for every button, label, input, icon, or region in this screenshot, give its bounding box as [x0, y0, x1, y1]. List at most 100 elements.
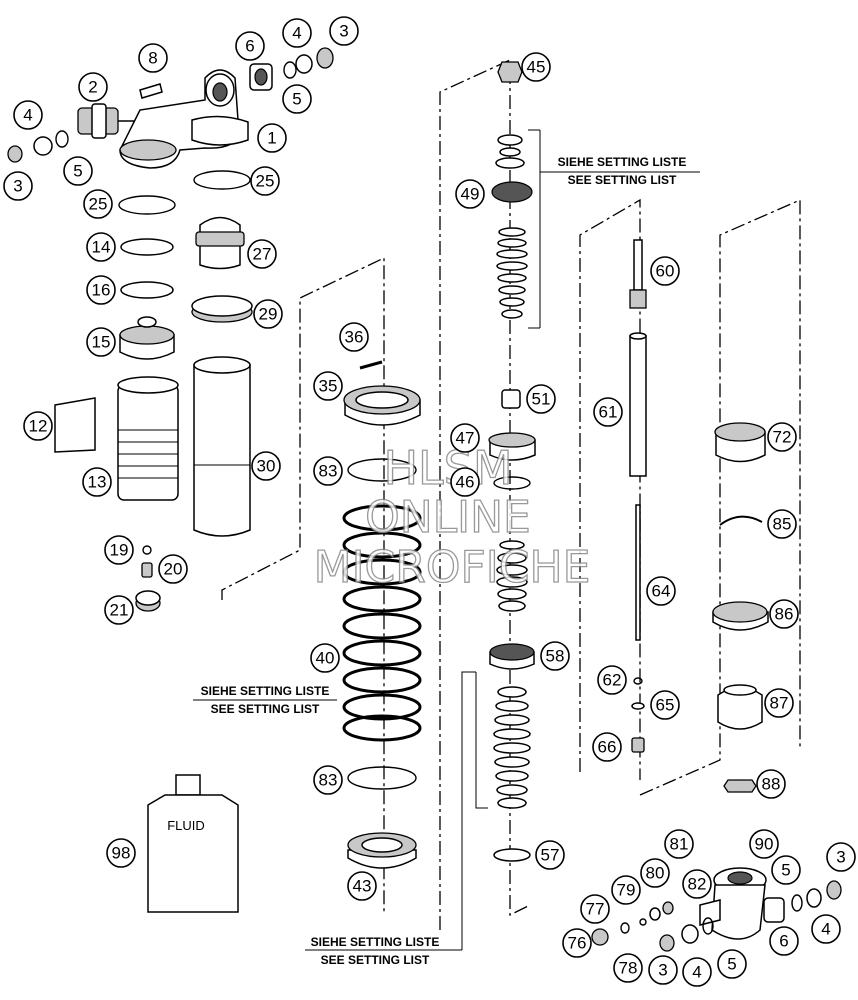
nut-29	[191, 295, 253, 323]
callout-19-label: 19	[110, 541, 129, 560]
callout-3-topleft: 3	[3, 171, 33, 201]
callout-1-label: 1	[267, 129, 276, 148]
shim-stack-top	[491, 61, 533, 319]
callout-80: 80	[640, 858, 670, 888]
callout-8-label: 8	[148, 49, 157, 68]
ring-46	[493, 476, 531, 490]
reservoir-body-30	[193, 356, 251, 537]
callout-5-bottomright-label: 5	[781, 861, 790, 880]
callout-82-label: 82	[688, 875, 707, 894]
callout-64-label: 64	[652, 582, 671, 601]
watermark-line1: HLSM	[383, 441, 512, 495]
callout-13-label: 13	[88, 473, 107, 492]
needle-64	[635, 504, 641, 641]
callout-81-label: 81	[670, 835, 689, 854]
callout-25-left-label: 25	[89, 195, 108, 214]
piston-15	[119, 316, 175, 360]
adjusting-nut-35	[343, 385, 421, 426]
callout-30: 30	[251, 451, 281, 481]
ring-14	[120, 238, 174, 256]
callout-13: 13	[82, 467, 112, 497]
callout-3-bottomright-label: 3	[836, 848, 845, 867]
callout-20-label: 20	[164, 560, 183, 579]
callout-36: 36	[339, 322, 369, 352]
callout-58-label: 58	[546, 647, 565, 666]
note-damper-settings: SIEHE SETTING LISTE SEE SETTING LIST	[540, 155, 700, 187]
note-spring-de: SIEHE SETTING LISTE	[201, 684, 330, 698]
callout-46-label: 46	[456, 473, 475, 492]
callout-61: 61	[593, 397, 623, 427]
callout-4-topleft: 4	[13, 100, 43, 130]
callout-4-top: 4	[282, 18, 312, 48]
cap-27	[195, 216, 245, 270]
callout-78-label: 78	[619, 959, 638, 978]
callout-15-label: 15	[92, 333, 111, 352]
fluid-label: FLUID	[167, 818, 205, 833]
note-damper-de: SIEHE SETTING LISTE	[558, 155, 687, 169]
bump-stop-87	[717, 684, 763, 730]
callout-36-label: 36	[345, 328, 364, 347]
callout-4-topleft-label: 4	[23, 106, 32, 125]
callout-87-label: 87	[770, 694, 789, 713]
callout-27-label: 27	[253, 245, 272, 264]
callout-66: 66	[592, 732, 622, 762]
callout-5-bottom-label: 5	[727, 955, 736, 974]
callout-12-label: 12	[29, 417, 48, 436]
callout-5-bottomright: 5	[771, 855, 801, 885]
callout-90: 90	[749, 829, 779, 859]
note-spring-en: SEE SETTING LIST	[211, 702, 320, 716]
spring-section-outline	[221, 256, 385, 915]
callout-2-label: 2	[88, 78, 97, 97]
callout-29: 29	[253, 299, 283, 329]
callout-40: 40	[310, 643, 340, 673]
callout-3-topleft-label: 3	[13, 177, 22, 196]
top-right-bushings	[249, 47, 334, 91]
fluid-bottle: FLUID	[147, 774, 239, 913]
cup-47	[488, 432, 536, 461]
callout-3-bottom: 3	[648, 955, 678, 985]
callout-20: 20	[158, 554, 188, 584]
callout-27: 27	[247, 239, 277, 269]
callout-83-top: 83	[313, 456, 343, 486]
snap-ring-85	[719, 515, 763, 526]
callout-51-label: 51	[532, 390, 551, 409]
callout-14-label: 14	[92, 238, 111, 257]
callout-43: 43	[347, 871, 377, 901]
rod-end-60	[629, 239, 647, 309]
callout-85-label: 85	[773, 515, 792, 534]
callout-77: 77	[580, 894, 610, 924]
bottom-clevis-90	[699, 867, 767, 940]
washer-57	[493, 848, 531, 862]
callout-3-top: 3	[329, 16, 359, 46]
callout-83-bottom-label: 83	[319, 771, 338, 790]
callout-35-label: 35	[319, 377, 338, 396]
callout-3-bottomright: 3	[826, 842, 856, 872]
callout-3-bottom-label: 3	[658, 961, 667, 980]
callout-51: 51	[526, 384, 556, 414]
callout-5-top: 5	[282, 84, 312, 114]
callout-4-top-label: 4	[292, 24, 301, 43]
callout-3-top-label: 3	[339, 22, 348, 41]
callout-21: 21	[104, 595, 134, 625]
callout-47: 47	[450, 423, 480, 453]
callout-49: 49	[455, 179, 485, 209]
ring-62	[633, 677, 643, 685]
callout-45: 45	[521, 52, 551, 82]
callout-8: 8	[138, 43, 168, 73]
note-spring-settings: SIEHE SETTING LISTE SEE SETTING LIST	[193, 684, 337, 716]
callout-83-bottom: 83	[313, 765, 343, 795]
bushing-51	[501, 389, 521, 409]
callout-43-label: 43	[353, 877, 372, 896]
callout-76: 76	[562, 928, 592, 958]
callout-2: 2	[78, 72, 108, 102]
washer-65	[631, 702, 645, 710]
callout-78: 78	[613, 953, 643, 983]
callout-6-top-label: 6	[245, 37, 254, 56]
callout-29-label: 29	[259, 305, 278, 324]
spring-seat-43	[347, 832, 417, 869]
callout-79-label: 79	[617, 881, 636, 900]
callout-40-label: 40	[316, 649, 335, 668]
callout-76-label: 76	[568, 934, 587, 953]
callout-57-label: 57	[541, 846, 560, 865]
callout-81: 81	[664, 829, 694, 859]
